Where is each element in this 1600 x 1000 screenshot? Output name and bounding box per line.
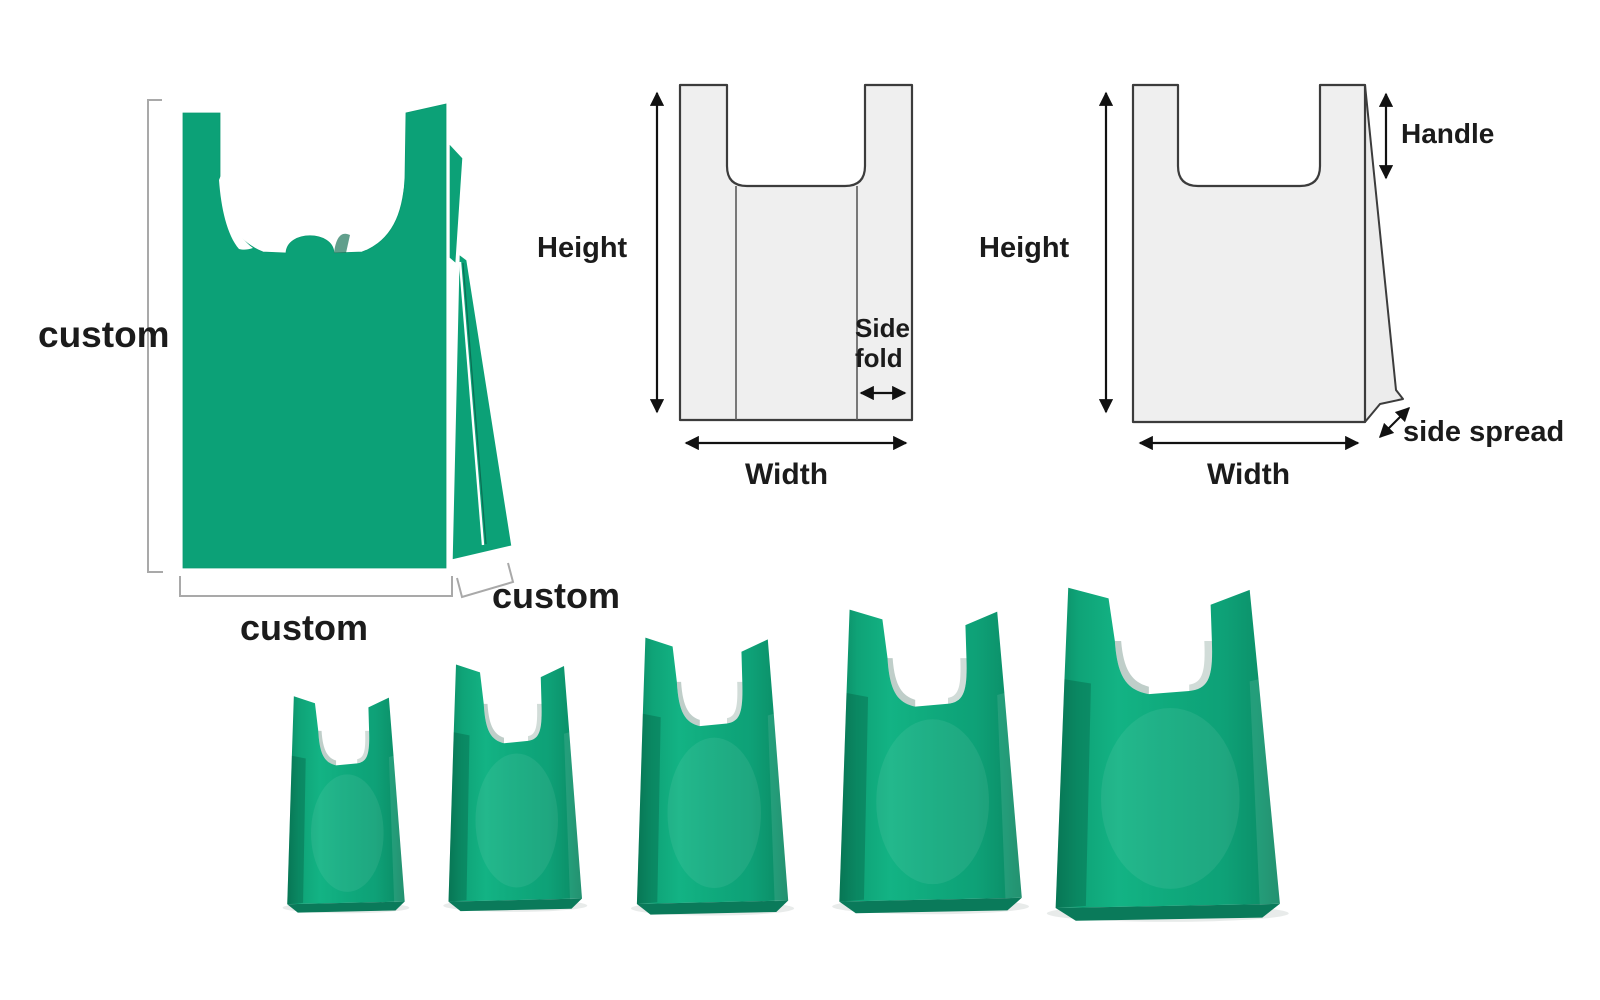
- spread-height-label: Height: [979, 232, 1070, 264]
- gusset-fold-highlight: [458, 261, 485, 546]
- flat-bag-outline: [678, 83, 914, 422]
- bag-size-row: [282, 587, 1289, 922]
- front-width-label: custom: [240, 607, 369, 648]
- side-spread-arrow: [1378, 406, 1411, 439]
- front-bag-gusset: [451, 252, 513, 561]
- front-gusset-label: custom: [492, 575, 621, 616]
- front-bag-tab-shadow: [334, 233, 350, 253]
- size-bag-3: [630, 637, 795, 916]
- spread-flap: [1364, 84, 1404, 423]
- size-bag-5: [1046, 587, 1289, 922]
- spread-bag-outline: [1131, 83, 1367, 424]
- width-dimension-bracket: [179, 576, 453, 597]
- spread-handle-label: Handle: [1401, 118, 1495, 149]
- front-bag-diagram: [147, 99, 515, 599]
- size-bag-1: [282, 696, 410, 914]
- size-bag-4: [832, 609, 1029, 915]
- spread-bag-diagram: [1098, 83, 1411, 451]
- spread-side-spread-label: side spread: [1403, 416, 1565, 448]
- gusset-dimension-bracket: [456, 562, 515, 599]
- size-bag-2: [443, 664, 588, 912]
- front-height-label: custom: [38, 314, 170, 355]
- flat-bag-diagram: [649, 83, 914, 451]
- front-bag-fold-line: [365, 185, 404, 250]
- flat-height-label: Height: [537, 232, 628, 264]
- front-bag-fold-sliver: [219, 175, 253, 250]
- gusset-fold-line: [462, 262, 487, 545]
- flat-width-label: Width: [745, 458, 829, 491]
- front-bag-shape: [182, 103, 447, 569]
- front-bag-gusset-tip: [448, 141, 464, 266]
- flat-side-fold-label: Side fold: [855, 313, 910, 373]
- spread-width-label: Width: [1207, 458, 1291, 491]
- height-dimension-line: [147, 99, 163, 573]
